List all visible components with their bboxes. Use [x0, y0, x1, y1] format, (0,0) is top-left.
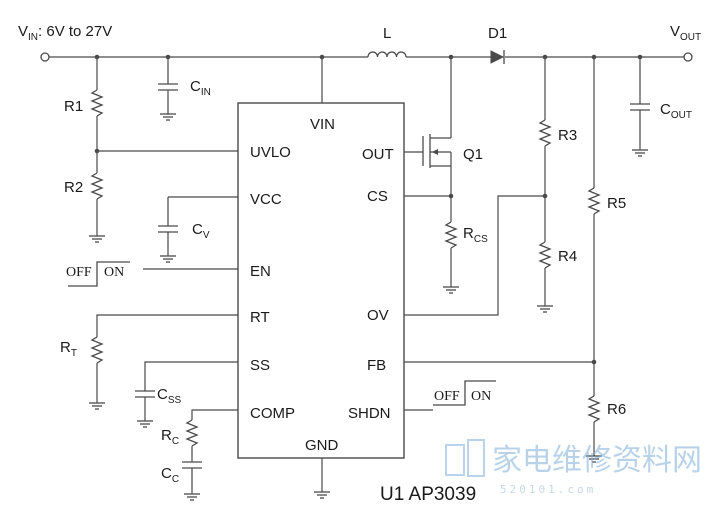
pin-cs: CS	[367, 188, 388, 205]
r1-label: R1	[64, 98, 83, 115]
pin-gnd: GND	[305, 437, 339, 454]
r3-label: R3	[558, 127, 577, 144]
q1-label: Q1	[463, 146, 483, 163]
vin-label: VIN: 6V to 27V	[18, 23, 112, 43]
shdn-on-label: ON	[471, 389, 491, 404]
css-label: CSS	[157, 386, 182, 406]
capacitor-cout: COUT	[630, 54, 692, 157]
pin-uvlo: UVLO	[250, 144, 291, 161]
ic-ap3039: VIN UVLO VCC EN RT SS COMP OUT CS OV FB …	[237, 102, 405, 459]
watermark-text: 家电维修资料网	[492, 443, 702, 478]
watermark-url: 520101.com	[500, 483, 596, 496]
diode-label: D1	[488, 25, 507, 42]
r4-label: R4	[558, 248, 577, 265]
ov-divider: R3 R4	[404, 54, 577, 316]
capacitor-css: CSS	[135, 361, 238, 428]
rt-label: RT	[60, 339, 77, 359]
pin-vin: VIN	[310, 116, 335, 133]
r2-label: R2	[64, 179, 83, 196]
vout-label: VOUT	[670, 23, 701, 43]
pin-vcc: VCC	[250, 191, 282, 208]
en-on-label: ON	[104, 265, 124, 280]
pin-fb: FB	[367, 357, 386, 374]
vin-terminal	[40, 52, 50, 62]
pin-out: OUT	[362, 146, 394, 163]
comp-network: RC CC	[161, 409, 238, 501]
vout-terminal	[683, 52, 693, 62]
mosfet-q1: Q1 RCS	[404, 54, 488, 294]
watermark: 家电维修资料网 520101.com	[445, 439, 702, 496]
inductor-l: L	[367, 25, 407, 58]
cout-label: COUT	[660, 101, 692, 121]
en-switch: OFF ON	[66, 261, 238, 287]
pin-rt: RT	[250, 309, 270, 326]
pin-ov: OV	[367, 307, 389, 324]
diode-d1: D1	[488, 25, 507, 64]
shdn-switch: OFF ON	[404, 380, 496, 411]
cc-label: CC	[161, 465, 179, 485]
cin-label: CIN	[190, 78, 211, 98]
en-off-label: OFF	[66, 265, 92, 280]
capacitor-cin: CIN	[158, 54, 211, 121]
fb-divider: R5 R6	[404, 54, 626, 463]
cv-label: CV	[192, 221, 210, 241]
shdn-off-label: OFF	[434, 389, 460, 404]
r1-r2-divider: R1 R2	[64, 54, 238, 243]
resistor-rt: RT	[60, 314, 238, 410]
pin-shdn: SHDN	[348, 405, 391, 422]
pin-ss: SS	[250, 357, 270, 374]
r6-label: R6	[607, 401, 626, 418]
rc-label: RC	[161, 427, 179, 447]
r5-label: R5	[607, 195, 626, 212]
inductor-label: L	[383, 25, 391, 42]
pin-en: EN	[250, 263, 271, 280]
capacitor-cv: CV	[158, 196, 238, 263]
watermark-logo-icon	[445, 439, 485, 477]
rcs-label: RCS	[463, 225, 488, 245]
ic-title: U1 AP3039	[380, 484, 476, 505]
pin-comp: COMP	[250, 405, 295, 422]
